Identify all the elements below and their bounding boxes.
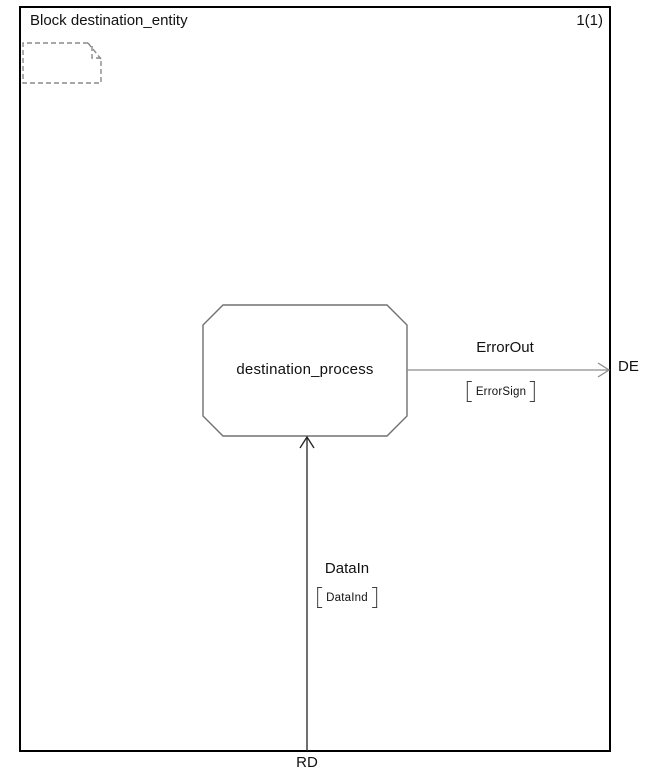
text-symbol-outline: [22, 42, 102, 84]
left-bracket-icon: [466, 381, 472, 402]
left-bracket-icon: [317, 587, 323, 608]
process-name: destination_process: [236, 361, 374, 379]
channel-error-out-arrowhead-icon: [597, 362, 611, 378]
page-number: 1(1): [576, 12, 603, 29]
right-bracket-icon: [371, 587, 377, 608]
channel-data-in-arrowhead-icon: [299, 435, 315, 449]
channel-error-out-signal-list: ErrorSign: [466, 381, 536, 402]
channel-endpoint-de: DE: [618, 358, 639, 375]
block-title: Block destination_entity: [30, 12, 188, 29]
signal-name: ErrorSign: [475, 385, 527, 398]
text-symbol-icon: [22, 42, 102, 84]
text-symbol-fold-flap: [91, 46, 102, 59]
channel-error-out-label: ErrorOut: [476, 339, 534, 356]
signal-name: DataInd: [326, 591, 368, 604]
block-frame: [19, 6, 611, 752]
channel-data-in-label: DataIn: [324, 560, 370, 577]
text-symbol-fold-diagonal: [87, 42, 102, 60]
process-symbol: [202, 304, 408, 437]
channel-data-in-signal-list: DataInd: [317, 587, 377, 608]
right-bracket-icon: [530, 381, 536, 402]
channel-endpoint-rd: RD: [296, 754, 318, 771]
